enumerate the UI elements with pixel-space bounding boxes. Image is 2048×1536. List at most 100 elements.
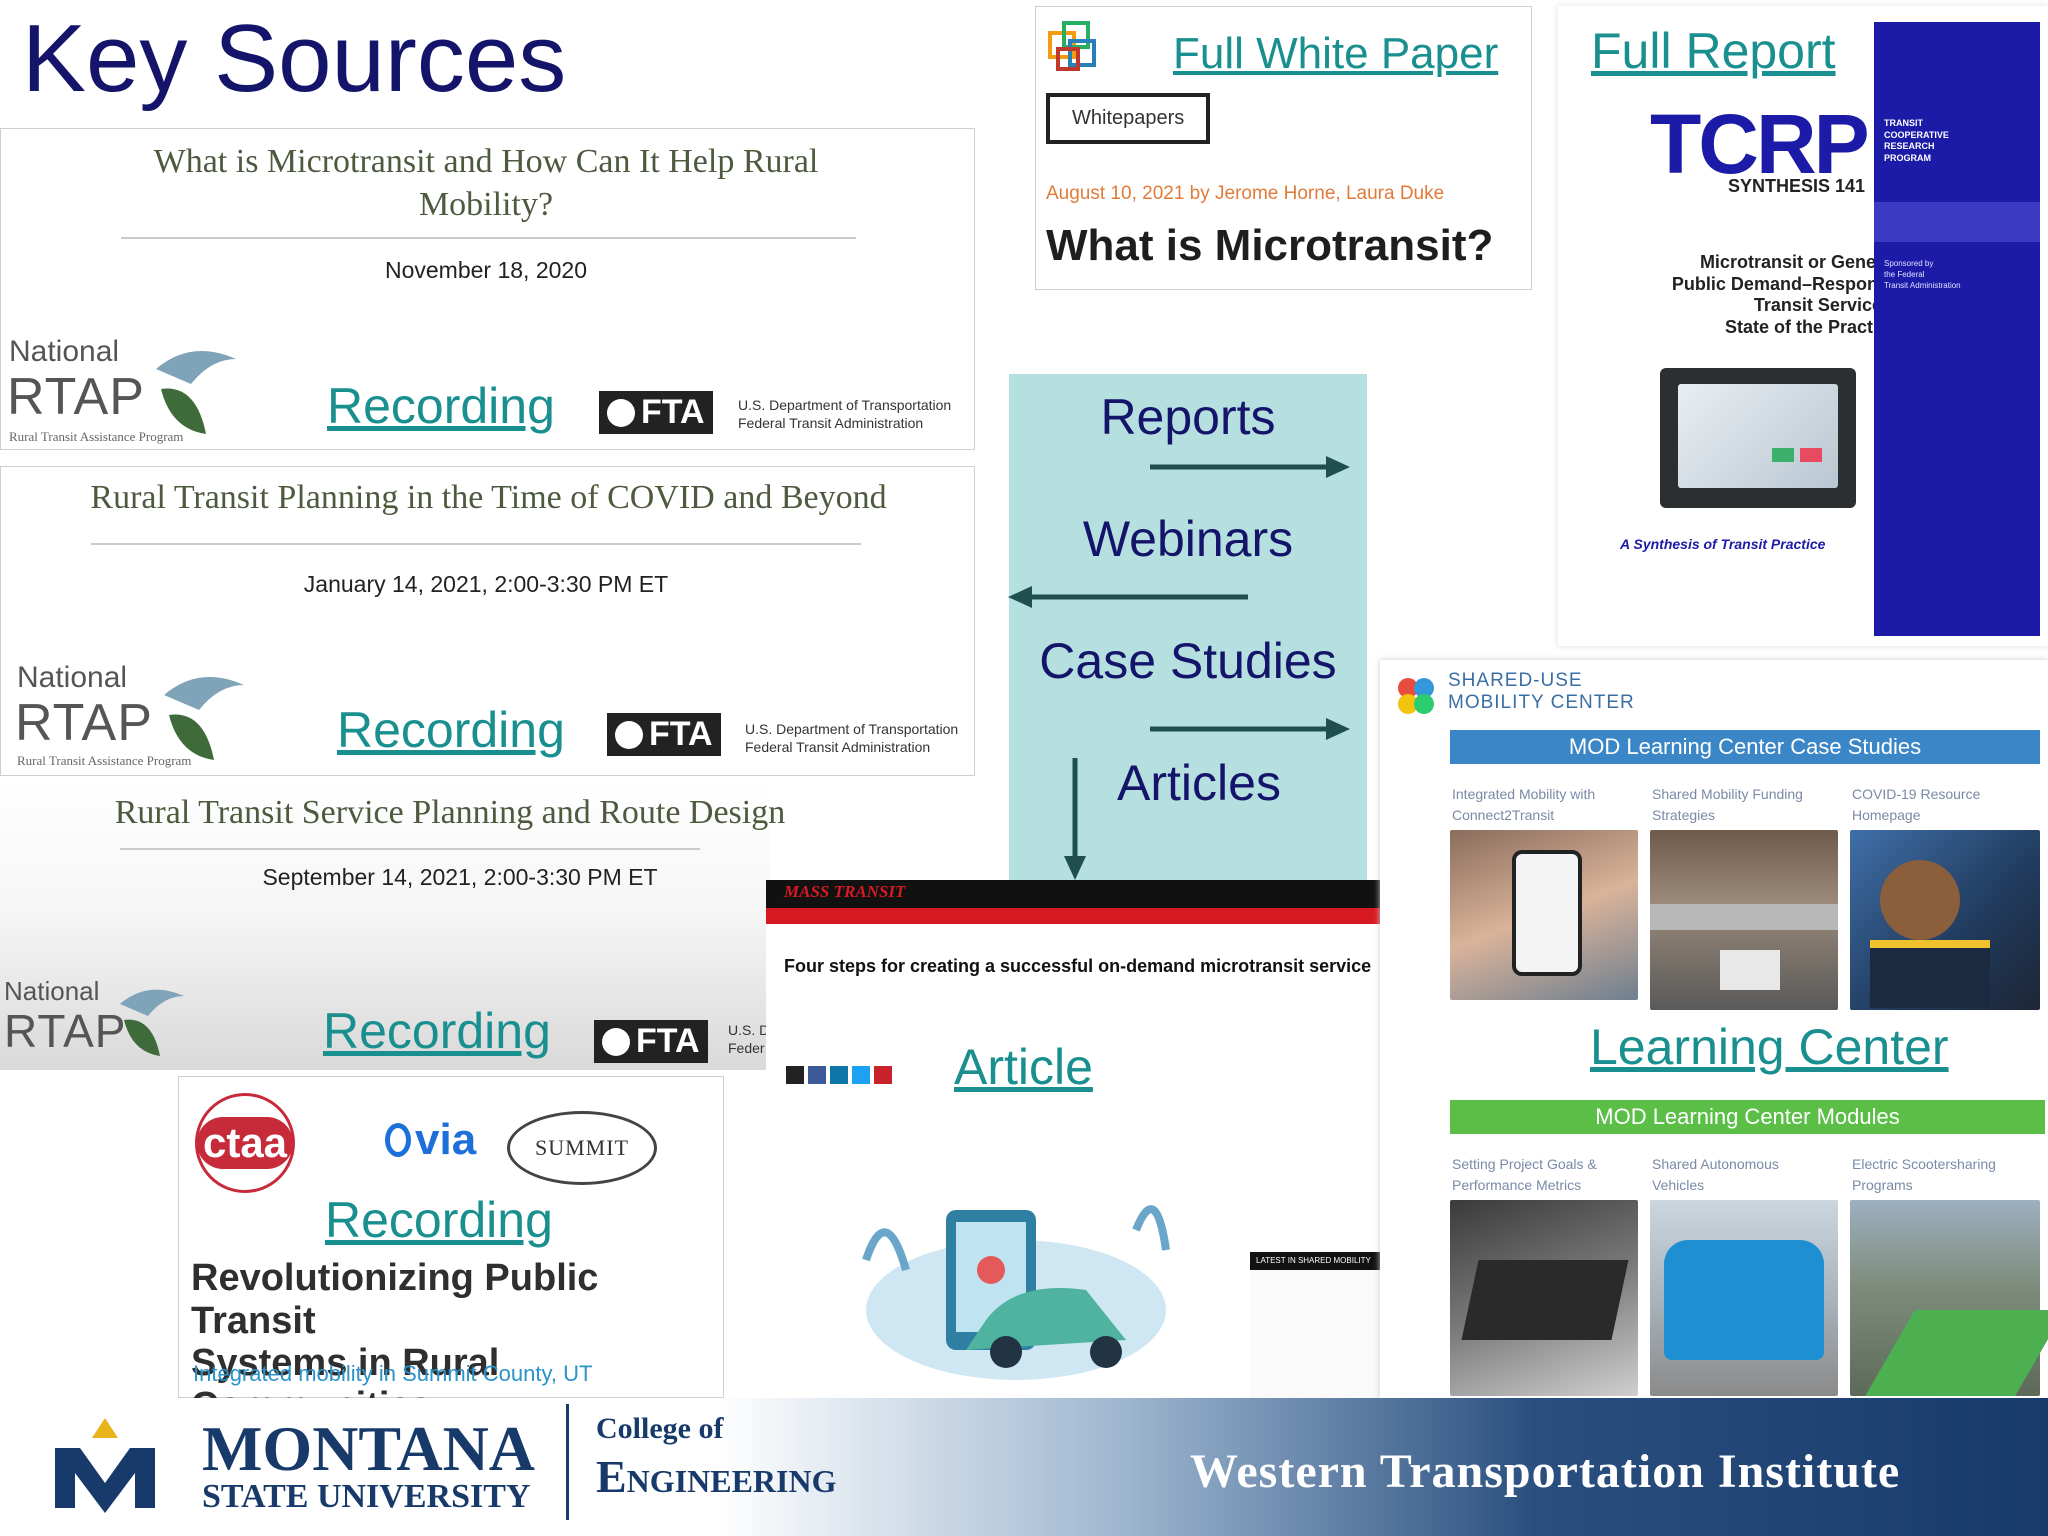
sumc-logo: SHARED-USE MOBILITY CENTER — [1448, 670, 1635, 714]
via-text: via — [415, 1115, 477, 1164]
footer-bar: MONTANA STATE UNIVERSITY College of Engi… — [0, 1398, 2048, 1536]
webinar-1-panel: What is Microtransit and How Can It Help… — [0, 128, 975, 450]
case-2-line2: Strategies — [1652, 807, 1716, 823]
rtap-sub: Rural Transit Assistance Program — [9, 429, 184, 444]
fta-dept-line2: Federal Transit Administration — [738, 414, 924, 431]
tcrp-side3: RESEARCH — [1884, 141, 1935, 152]
bus-shape — [1720, 950, 1780, 990]
fta-icon — [602, 1027, 630, 1056]
rtap-sub: Rural Transit Assistance Program — [17, 753, 192, 768]
share-pinterest-icon[interactable] — [874, 1066, 892, 1084]
webinar-3-panel: Rural Transit Service Planning and Route… — [0, 780, 785, 1070]
fta-icon — [615, 720, 643, 749]
case-photo-phone[interactable] — [1450, 830, 1638, 1000]
webinar-1-recording-link[interactable]: Recording — [327, 378, 555, 434]
rtap-leaf-icon — [156, 351, 236, 434]
module-photo-autonomous-shuttle[interactable] — [1650, 1200, 1838, 1396]
full-report-link[interactable]: Full Report — [1591, 23, 1836, 79]
fta-dept: U.S. Department of Transportation Federa… — [738, 397, 951, 432]
msu-m-logo-icon — [55, 1418, 155, 1513]
college-line1: College of — [596, 1412, 724, 1445]
tcrp-title-line2: Public Demand–Response — [1671, 273, 1898, 294]
rtap-national: National — [9, 335, 120, 368]
msu-name: MONTANA — [202, 1413, 535, 1484]
masstransit-navbar — [766, 908, 1434, 924]
microtransit-illustration — [862, 1205, 1170, 1380]
webinar-2-recording-link[interactable]: Recording — [337, 702, 565, 758]
whitepaper-logo-icon — [1048, 21, 1096, 71]
module-photo-laptop[interactable] — [1450, 1200, 1638, 1396]
sumc-logo-icon — [1398, 678, 1434, 714]
case-study-caption-1[interactable]: Integrated Mobility with Connect2Transit — [1452, 784, 1595, 826]
case-study-caption-2[interactable]: Shared Mobility Funding Strategies — [1652, 784, 1803, 826]
modules-bar: MOD Learning Center Modules — [1450, 1100, 2045, 1134]
masstransit-panel: MASS TRANSIT Four steps for creating a s… — [766, 880, 1434, 1398]
module-caption-2[interactable]: Shared Autonomous Vehicles — [1652, 1154, 1779, 1196]
tcrp-sponsor1: Sponsored by — [1884, 259, 1934, 268]
sumc-logo-line1: SHARED-USE — [1448, 670, 1583, 691]
ctaa-logo-text: ctaa — [196, 1117, 294, 1169]
fta-logo: FTA — [607, 713, 721, 756]
ctaa-recording-link[interactable]: Recording — [325, 1192, 553, 1248]
tablet-button — [1772, 448, 1794, 462]
summit-text: SUMMIT — [534, 1135, 629, 1160]
article-link[interactable]: Article — [954, 1039, 1093, 1095]
learning-center-link[interactable]: Learning Center — [1590, 1019, 1949, 1075]
masstransit-headline: Four steps for creating a successful on-… — [784, 956, 1372, 976]
tcrp-side2: COOPERATIVE — [1884, 129, 1949, 140]
fta-fed-short: Feder — [728, 1039, 765, 1056]
articles-label: Articles — [1117, 755, 1281, 811]
divider — [120, 848, 700, 850]
whitepapers-tag: Whitepapers — [1046, 93, 1211, 144]
case-photo-elevated-train[interactable] — [1650, 830, 1838, 1010]
arrow-to-reports-icon — [1150, 456, 1350, 478]
fta-dept: U.S. Department of Transportation Federa… — [745, 721, 958, 756]
divider — [121, 237, 856, 239]
ctaa-panel: ctaa via SUMMIT Recording Revolutionizin… — [178, 1076, 724, 1427]
rtap-leaf-icon — [120, 989, 184, 1056]
worker-vest — [1870, 940, 1990, 1008]
full-white-paper-link[interactable]: Full White Paper — [1173, 29, 1499, 78]
fta-dept-partial: U.S. D Feder — [728, 1022, 769, 1057]
share-linkedin-icon[interactable] — [830, 1066, 848, 1084]
tcrp-logo: TCRP — [1650, 97, 1870, 191]
tcrp-side4: PROGRAM — [1884, 153, 1931, 164]
laptop-shape — [1461, 1260, 1629, 1340]
share-facebook-icon[interactable] — [808, 1066, 826, 1084]
module-3-line1: Electric Scootersharing — [1852, 1156, 1996, 1172]
rtap-name: RTAP — [4, 1005, 127, 1057]
whitepaper-panel: Full White Paper Whitepapers August 10, … — [1035, 6, 1532, 290]
page-title: Key Sources — [22, 5, 567, 112]
case-2-line1: Shared Mobility Funding — [1652, 786, 1803, 802]
tcrp-report-title: Microtransit or General Public Demand–Re… — [1598, 252, 1898, 338]
tcrp-side-stripe — [1874, 202, 2040, 242]
module-3-line2: Programs — [1852, 1177, 1913, 1193]
module-caption-3[interactable]: Electric Scootersharing Programs — [1852, 1154, 1996, 1196]
wti-name: Western Transportation Institute — [1190, 1445, 1901, 1498]
webinar-3-recording-link[interactable]: Recording — [323, 1003, 551, 1059]
tablet-button — [1800, 448, 1822, 462]
reports-label: Reports — [1100, 389, 1276, 445]
case-3-line1: COVID-19 Resource — [1852, 786, 1981, 802]
fta-dept-line2: Federal Transit Administration — [745, 738, 931, 755]
share-twitter-icon[interactable] — [852, 1066, 870, 1084]
case-photo-covid-worker[interactable] — [1850, 830, 2040, 1010]
module-caption-1[interactable]: Setting Project Goals & Performance Metr… — [1452, 1154, 1597, 1196]
sumc-panel: SHARED-USE MOBILITY CENTER MOD Learning … — [1380, 660, 2048, 1398]
module-photo-scooters[interactable] — [1850, 1200, 2048, 1396]
tablet-screen — [1678, 384, 1838, 488]
tcrp-title-line1: Microtransit or General — [1699, 252, 1898, 272]
worker-shape — [1880, 860, 1960, 940]
tcrp-sponsor: Sponsored by the Federal Transit Adminis… — [1884, 258, 1961, 292]
via-logo: via — [385, 1115, 476, 1165]
case-studies-label: Case Studies — [1039, 633, 1337, 689]
via-pin-icon — [385, 1123, 411, 1157]
case-study-caption-3[interactable]: COVID-19 Resource Homepage — [1852, 784, 1980, 826]
tcrp-tablet-image — [1660, 368, 1856, 508]
webinar-2-date: January 14, 2021, 2:00-3:30 PM ET — [303, 571, 669, 597]
tcrp-sidebar: TRANSIT COOPERATIVE RESEARCH PROGRAM Spo… — [1874, 22, 2040, 636]
tcrp-title-line3: Transit Services: — [1753, 295, 1898, 316]
webinars-label: Webinars — [1082, 511, 1294, 567]
module-1-line1: Setting Project Goals & — [1452, 1156, 1597, 1172]
share-print-icon[interactable] — [786, 1066, 804, 1084]
